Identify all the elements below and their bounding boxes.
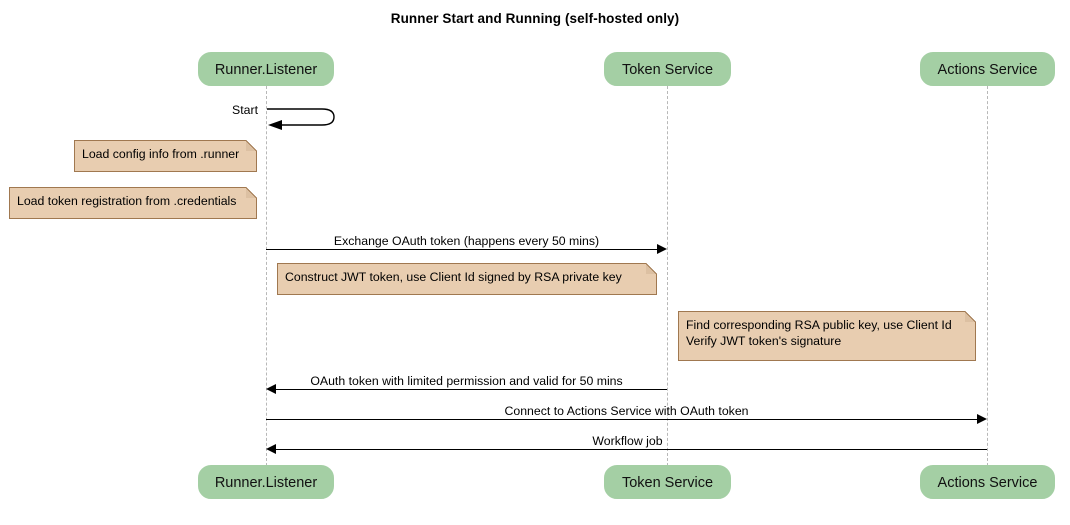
participant-token-label: Token Service	[621, 475, 714, 491]
participant-token-label: Token Service	[621, 62, 714, 78]
participant-runner-top[interactable]: Runner.Listener	[198, 52, 334, 86]
message-line-exchange-oauth-token	[266, 249, 657, 250]
diagram-title: Runner Start and Running (self-hosted on…	[390, 11, 680, 26]
participant-actions-top[interactable]: Actions Service	[920, 52, 1055, 86]
lifeline-actions	[987, 86, 988, 466]
note-fold-icon	[965, 311, 976, 322]
note-fold-icon	[246, 140, 257, 151]
lifeline-runner	[266, 86, 267, 466]
note-line: Find corresponding RSA public key, use C…	[686, 318, 952, 332]
note-line: Construct JWT token, use Client Id signe…	[285, 270, 622, 284]
message-line-connect-to-actions-service	[266, 419, 977, 420]
message-start-selfloop	[264, 104, 342, 132]
participant-runner-label: Runner.Listener	[214, 475, 318, 491]
note-line: Load config info from .runner	[82, 147, 240, 161]
note-verify-jwt-signature: Find corresponding RSA public key, use C…	[678, 311, 976, 361]
arrowhead-right-icon	[977, 414, 987, 424]
note-load-config-info: Load config info from .runner	[74, 140, 257, 172]
participant-token-top[interactable]: Token Service	[604, 52, 731, 86]
arrowhead-right-icon	[657, 244, 667, 254]
participant-runner-bottom[interactable]: Runner.Listener	[198, 465, 334, 499]
message-label-oauth-token-reply: OAuth token with limited permission and …	[310, 374, 623, 388]
message-label-start: Start	[232, 103, 258, 117]
note-load-token-registration: Load token registration from .credential…	[9, 187, 257, 219]
participant-token-bottom[interactable]: Token Service	[604, 465, 731, 499]
participant-actions-bottom[interactable]: Actions Service	[920, 465, 1055, 499]
message-label-connect-to-actions-service: Connect to Actions Service with OAuth to…	[504, 404, 749, 418]
note-fold-icon	[646, 263, 657, 274]
arrowhead-left-icon	[266, 444, 276, 454]
participant-runner-label: Runner.Listener	[214, 62, 318, 78]
note-construct-jwt-token: Construct JWT token, use Client Id signe…	[277, 263, 657, 295]
participant-actions-label: Actions Service	[937, 62, 1038, 78]
message-line-workflow-job	[276, 449, 987, 450]
message-label-workflow-job: Workflow job	[592, 434, 663, 448]
lifeline-token	[667, 86, 668, 466]
note-line: Verify JWT token's signature	[686, 334, 842, 348]
note-fold-icon	[246, 187, 257, 198]
participant-actions-label: Actions Service	[937, 475, 1038, 491]
message-line-oauth-token-reply	[276, 389, 667, 390]
message-label-exchange-oauth-token: Exchange OAuth token (happens every 50 m…	[333, 234, 600, 248]
note-line: Load token registration from .credential…	[17, 194, 237, 208]
arrowhead-left-icon	[266, 384, 276, 394]
